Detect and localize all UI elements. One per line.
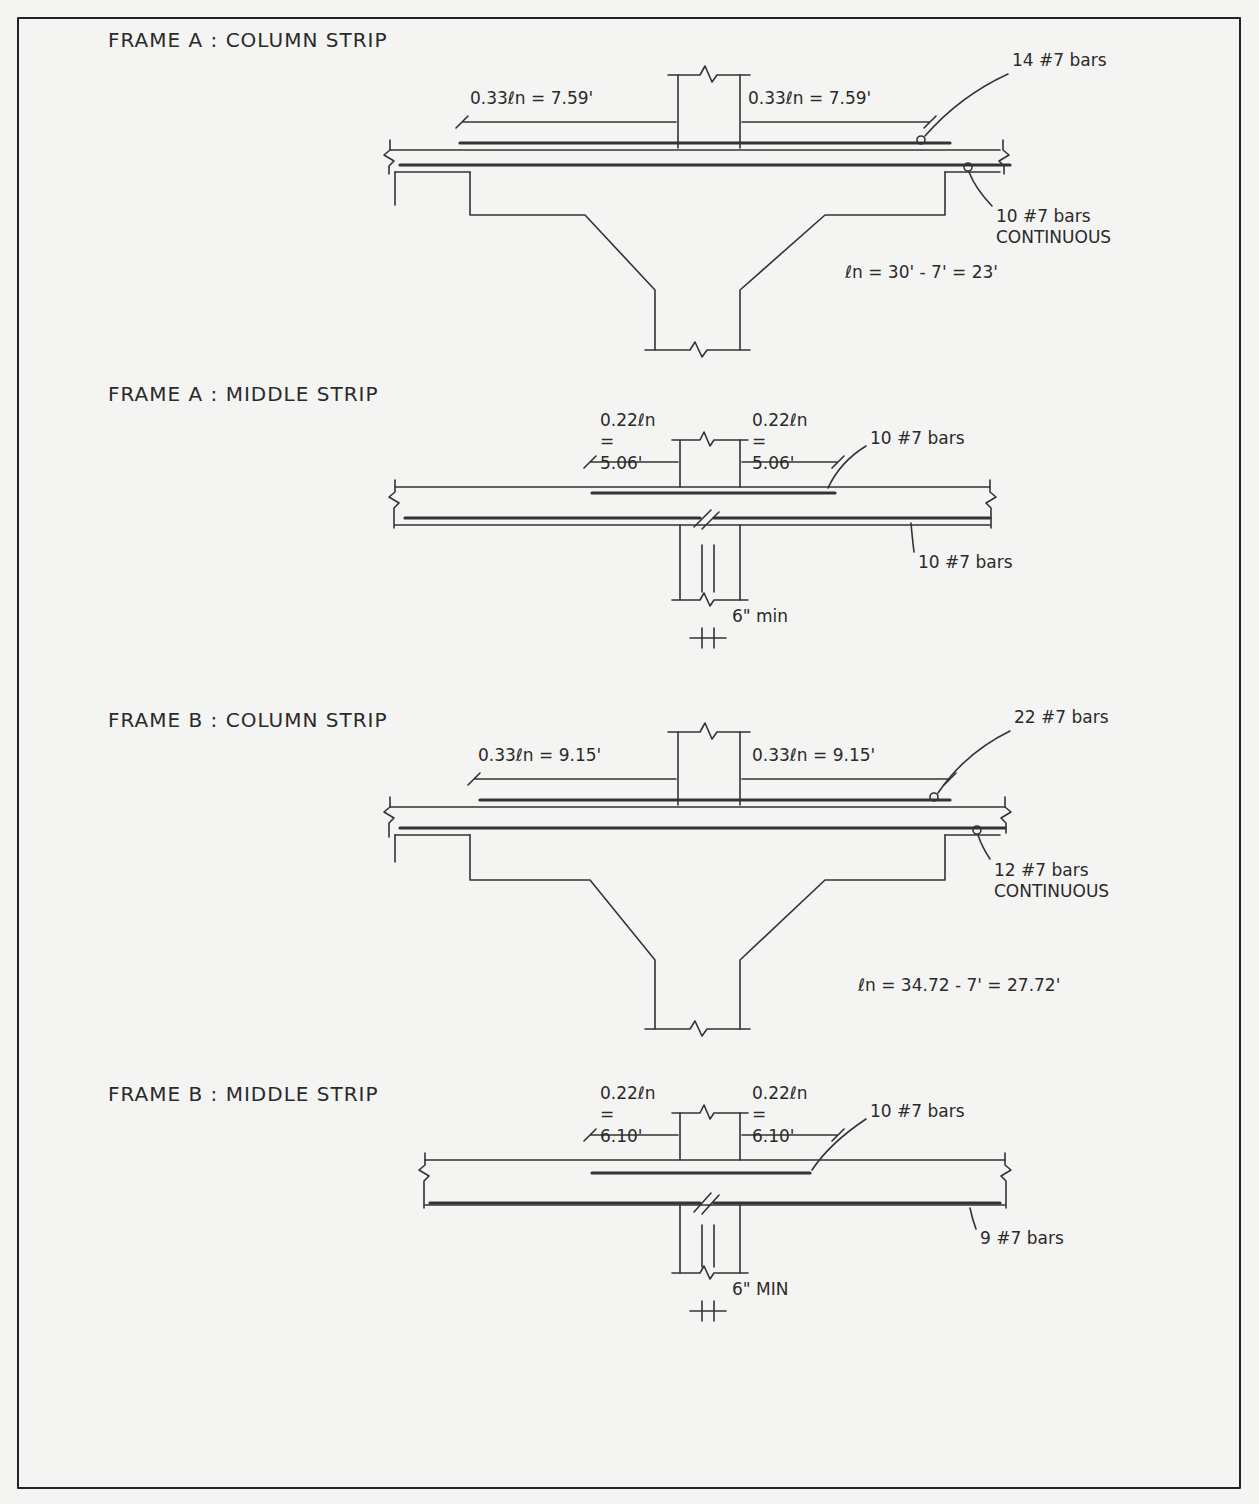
leader-line: [978, 835, 990, 859]
slab-break-left: [384, 797, 395, 862]
column-above: [678, 75, 740, 148]
dimension-text: 0.33ℓn = 9.15': [752, 745, 875, 766]
break-symbol: [672, 593, 748, 606]
leader-line: [925, 74, 1008, 136]
leader-line: [969, 172, 992, 206]
dimension-text: 0.22ℓn = 6.10': [600, 1083, 662, 1147]
dimension-line: [468, 773, 956, 785]
top-bars: [592, 491, 835, 494]
section-title: FRAME A : MIDDLE STRIP: [108, 382, 379, 407]
slab-top: [390, 806, 1005, 808]
break-symbol: [672, 432, 748, 446]
dimension-text: 0.33ℓn = 9.15': [478, 745, 601, 766]
break-symbol: [672, 1105, 748, 1119]
section-title: FRAME B : COLUMN STRIP: [108, 708, 388, 733]
drop-panel-capital: [470, 172, 655, 350]
rebar-callout: 10 #7 bars: [870, 1101, 965, 1122]
break-symbol: [645, 342, 750, 357]
leader-line: [938, 731, 1010, 793]
bottom-bars: [400, 163, 1010, 166]
bottom-bars: [405, 516, 990, 519]
dimension-text: 0.33ℓn = 7.59': [470, 88, 593, 109]
bottom-bars: [430, 1201, 1000, 1204]
leader-dot: [930, 793, 938, 801]
section-title: FRAME B : MIDDLE STRIP: [108, 1082, 379, 1107]
top-bars: [592, 1171, 810, 1174]
column-above: [680, 440, 740, 487]
rebar-callout: 10 #7 bars CONTINUOUS: [996, 206, 1126, 249]
rebar-callout: 10 #7 bars: [918, 552, 1013, 573]
column-below: [680, 525, 740, 600]
rebar-callout: 14 #7 bars: [1012, 50, 1107, 71]
slab-outline: [395, 487, 990, 525]
dimension-text: 0.22ℓn = 5.06': [752, 410, 814, 474]
column-above: [680, 1113, 740, 1160]
sheet-border: [18, 18, 1240, 1488]
slab-bottom: [395, 834, 1000, 836]
column-strip-section: [384, 66, 1010, 357]
span-note: ℓn = 30' - 7' = 23': [845, 262, 998, 283]
dimension-text: 6" MIN: [732, 1279, 788, 1300]
span-note: ℓn = 34.72 - 7' = 27.72': [858, 975, 1060, 996]
top-bars: [460, 141, 950, 144]
column-below: [680, 1205, 740, 1273]
leader-line: [828, 446, 866, 488]
leader-line: [970, 1208, 976, 1229]
dimension-line: [690, 1301, 726, 1321]
break-symbol: [672, 1266, 748, 1279]
slab-break-left: [384, 140, 395, 205]
leader-dot: [917, 136, 925, 144]
break-symbol: [645, 1021, 750, 1036]
dimension-text: 6" min: [732, 606, 788, 627]
middle-strip-section: [419, 1105, 1011, 1321]
section-title: FRAME A : COLUMN STRIP: [108, 28, 388, 53]
bar-splice: [694, 1193, 719, 1214]
rebar-callout: 22 #7 bars: [1014, 707, 1109, 728]
dimension-line: [690, 628, 726, 648]
rebar-callout: 9 #7 bars: [980, 1228, 1064, 1249]
leader-dot: [964, 163, 972, 171]
drop-panel-capital: [740, 835, 945, 1029]
slab-break: [389, 480, 996, 528]
dimension-line: [456, 116, 936, 128]
top-bars: [480, 798, 950, 801]
break-symbol: [668, 66, 750, 82]
rebar-callout: 12 #7 bars CONTINUOUS: [994, 860, 1124, 903]
dimension-text: 0.22ℓn = 5.06': [600, 410, 662, 474]
break-symbol: [668, 723, 750, 739]
bar-splice: [694, 510, 719, 529]
dimension-text: 0.33ℓn = 7.59': [748, 88, 871, 109]
column-above: [678, 732, 740, 805]
drop-panel-capital: [740, 172, 945, 350]
drop-panel-capital: [470, 835, 655, 1029]
middle-strip-section: [389, 432, 996, 648]
leader-line: [911, 523, 914, 552]
bottom-bars: [400, 826, 1005, 829]
slab-outline: [425, 1160, 1005, 1205]
leader-line: [812, 1119, 866, 1170]
slab-top: [390, 149, 1000, 151]
slab-break-right: [999, 140, 1009, 174]
rebar-callout: 10 #7 bars: [870, 428, 965, 449]
leader-dot: [973, 826, 981, 834]
slab-bottom: [395, 171, 1000, 173]
slab-break-right: [1001, 797, 1011, 833]
dimension-text: 0.22ℓn = 6.10': [752, 1083, 814, 1147]
